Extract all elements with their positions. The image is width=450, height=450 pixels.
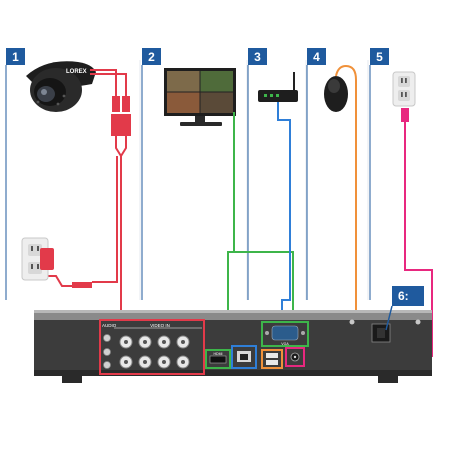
step-number-3: 3	[254, 50, 261, 64]
usb-ports	[261, 349, 283, 369]
vga-port: VGA	[261, 321, 309, 347]
power-adapter	[40, 248, 54, 270]
mouse-cable	[267, 64, 357, 375]
video-in-label: VIDEO IN	[150, 323, 170, 328]
monitor	[164, 68, 236, 126]
column-dividers	[139, 60, 369, 300]
hdmi-label: HDMI	[214, 352, 223, 356]
step-badge-2: 2	[141, 48, 161, 300]
screws	[349, 319, 421, 325]
hdmi-port: HDMI	[205, 349, 231, 369]
vga-label: VGA	[281, 342, 289, 346]
bnc-port-panel: AUDIO VIDEO IN	[99, 319, 205, 375]
camera-brand-label: LOREX	[66, 69, 87, 75]
step-number-4: 4	[313, 50, 320, 64]
power-plug	[401, 108, 409, 122]
audio-jacks	[103, 334, 111, 369]
mouse	[324, 76, 348, 112]
step-number-2: 2	[148, 50, 155, 64]
audio-label: AUDIO	[102, 323, 117, 328]
dc-power-port	[285, 347, 305, 367]
step-badge-6: 6:	[385, 286, 424, 331]
dome-camera: LOREX	[26, 61, 96, 112]
step-badge-1: 1	[5, 48, 25, 300]
step-number-5: 5	[376, 50, 383, 64]
wall-outlet-right	[392, 71, 416, 107]
step-number-1: 1	[12, 50, 19, 64]
step-number-6: 6:	[398, 289, 409, 303]
step-badge-5: 5	[369, 48, 389, 300]
lan-port	[231, 345, 257, 369]
camera-connectors	[72, 96, 131, 288]
step-badge-3: 3	[247, 48, 267, 300]
step-badge-4: 4	[306, 48, 326, 300]
router	[258, 72, 298, 102]
power-switch	[371, 323, 391, 343]
camera-cable	[46, 69, 127, 320]
